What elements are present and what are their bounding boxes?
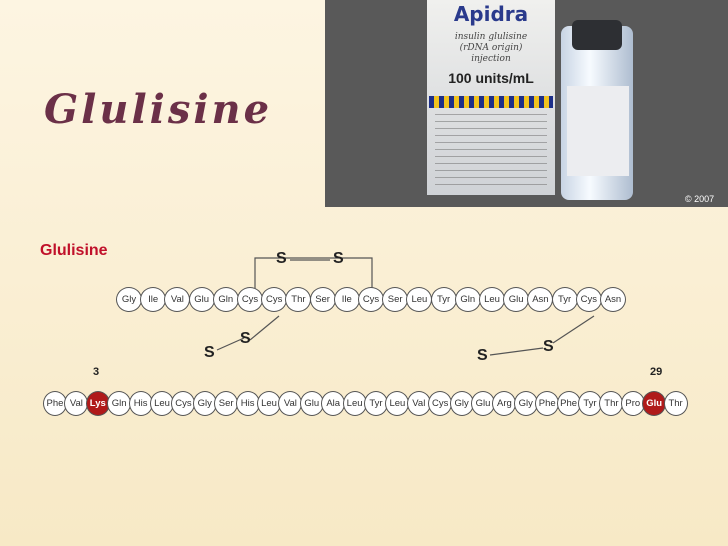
diagram-title: Glulisine (40, 242, 108, 259)
a-residue-2: Ile (140, 287, 167, 312)
a-residue-17: Glu (503, 287, 530, 312)
slide-title: Glulisine (44, 86, 273, 133)
b-residue-22: Arg (492, 391, 517, 416)
a-residue-5: Gln (212, 287, 239, 312)
a-residue-19: Tyr (551, 287, 578, 312)
b-residue-7: Cys (171, 391, 196, 416)
b-residue-18: Val (406, 391, 431, 416)
product-subtitle-line: injection (471, 54, 511, 64)
product-stripe (429, 96, 553, 108)
b-residue-13: Glu (299, 391, 324, 416)
b-residue-10: His (235, 391, 260, 416)
a-residue-3: Val (164, 287, 191, 312)
b-residue-3: Lys (85, 391, 110, 416)
b-residue-8: Gly (192, 391, 217, 416)
intrachain-bond-a6-a11 (254, 257, 373, 289)
b-residue-14: Ala (321, 391, 346, 416)
product-subtitle-line: insulin glulisine (454, 32, 528, 42)
product-units: 100 units/mL (448, 70, 534, 86)
b-residue-12: Val (278, 391, 303, 416)
product-small-print (435, 114, 547, 186)
b-residue-11: Leu (257, 391, 281, 416)
a-residue-7: Cys (261, 287, 288, 312)
b-residue-23: Gly (513, 391, 538, 416)
vial-cap (572, 20, 622, 50)
b-residue-9: Ser (214, 391, 239, 416)
a-residue-1: Gly (116, 287, 142, 312)
sulfur-label: S (240, 330, 251, 347)
a-residue-15: Gln (454, 287, 481, 312)
a-residue-10: Ile (333, 287, 360, 312)
b-residue-6: Leu (150, 391, 174, 416)
b-residue-27: Thr (599, 391, 624, 416)
b-residue-25: Phe (556, 391, 581, 416)
product-brand: Apidra (453, 2, 529, 26)
a-residue-12: Ser (382, 287, 409, 312)
product-subtitle: insulin glulisine (rDNA origin) injectio… (433, 32, 549, 65)
a-residue-20: Cys (575, 287, 602, 312)
sulfur-label: S (276, 250, 287, 267)
b-residue-17: Leu (385, 391, 410, 416)
b-residue-26: Tyr (578, 391, 602, 416)
a-residue-9: Ser (309, 287, 336, 312)
b-residue-16: Tyr (364, 391, 388, 416)
b-residue-21: Glu (471, 391, 495, 416)
sulfur-label: S (333, 250, 344, 267)
position-label-3: 3 (93, 366, 100, 378)
b-residue-5: His (128, 391, 153, 416)
b-residue-20: Gly (449, 391, 474, 416)
a-residue-8: Thr (285, 287, 312, 312)
vial-label (567, 86, 629, 176)
b-residue-1: Phe (43, 391, 67, 416)
a-residue-4: Glu (188, 287, 215, 312)
a-residue-16: Leu (479, 287, 505, 312)
bond-line (216, 337, 245, 351)
interchain-bond-a20-b19 (552, 315, 595, 344)
b-residue-28: Pro (620, 391, 645, 416)
interchain-bond-a7-b7 (249, 315, 280, 341)
b-residue-15: Leu (342, 391, 367, 416)
position-label-29: 29 (650, 366, 663, 378)
product-subtitle-line: (rDNA origin) (459, 43, 523, 53)
a-residue-11: Cys (358, 287, 384, 312)
sulfur-label: S (477, 347, 488, 364)
sulfur-label: S (543, 338, 554, 355)
b-residue-30: Thr (663, 391, 688, 416)
a-residue-18: Asn (527, 287, 554, 312)
bond-line (489, 347, 544, 356)
a-residue-6: Cys (237, 287, 263, 312)
a-residue-21: Asn (600, 287, 626, 312)
a-residue-14: Tyr (430, 287, 457, 312)
photo-copyright: © 2007 (685, 194, 715, 204)
b-residue-24: Phe (535, 391, 560, 416)
apidra-product-photo: Apidra insulin glulisine (rDNA origin) i… (325, 0, 728, 207)
sulfur-label: S (204, 344, 215, 361)
